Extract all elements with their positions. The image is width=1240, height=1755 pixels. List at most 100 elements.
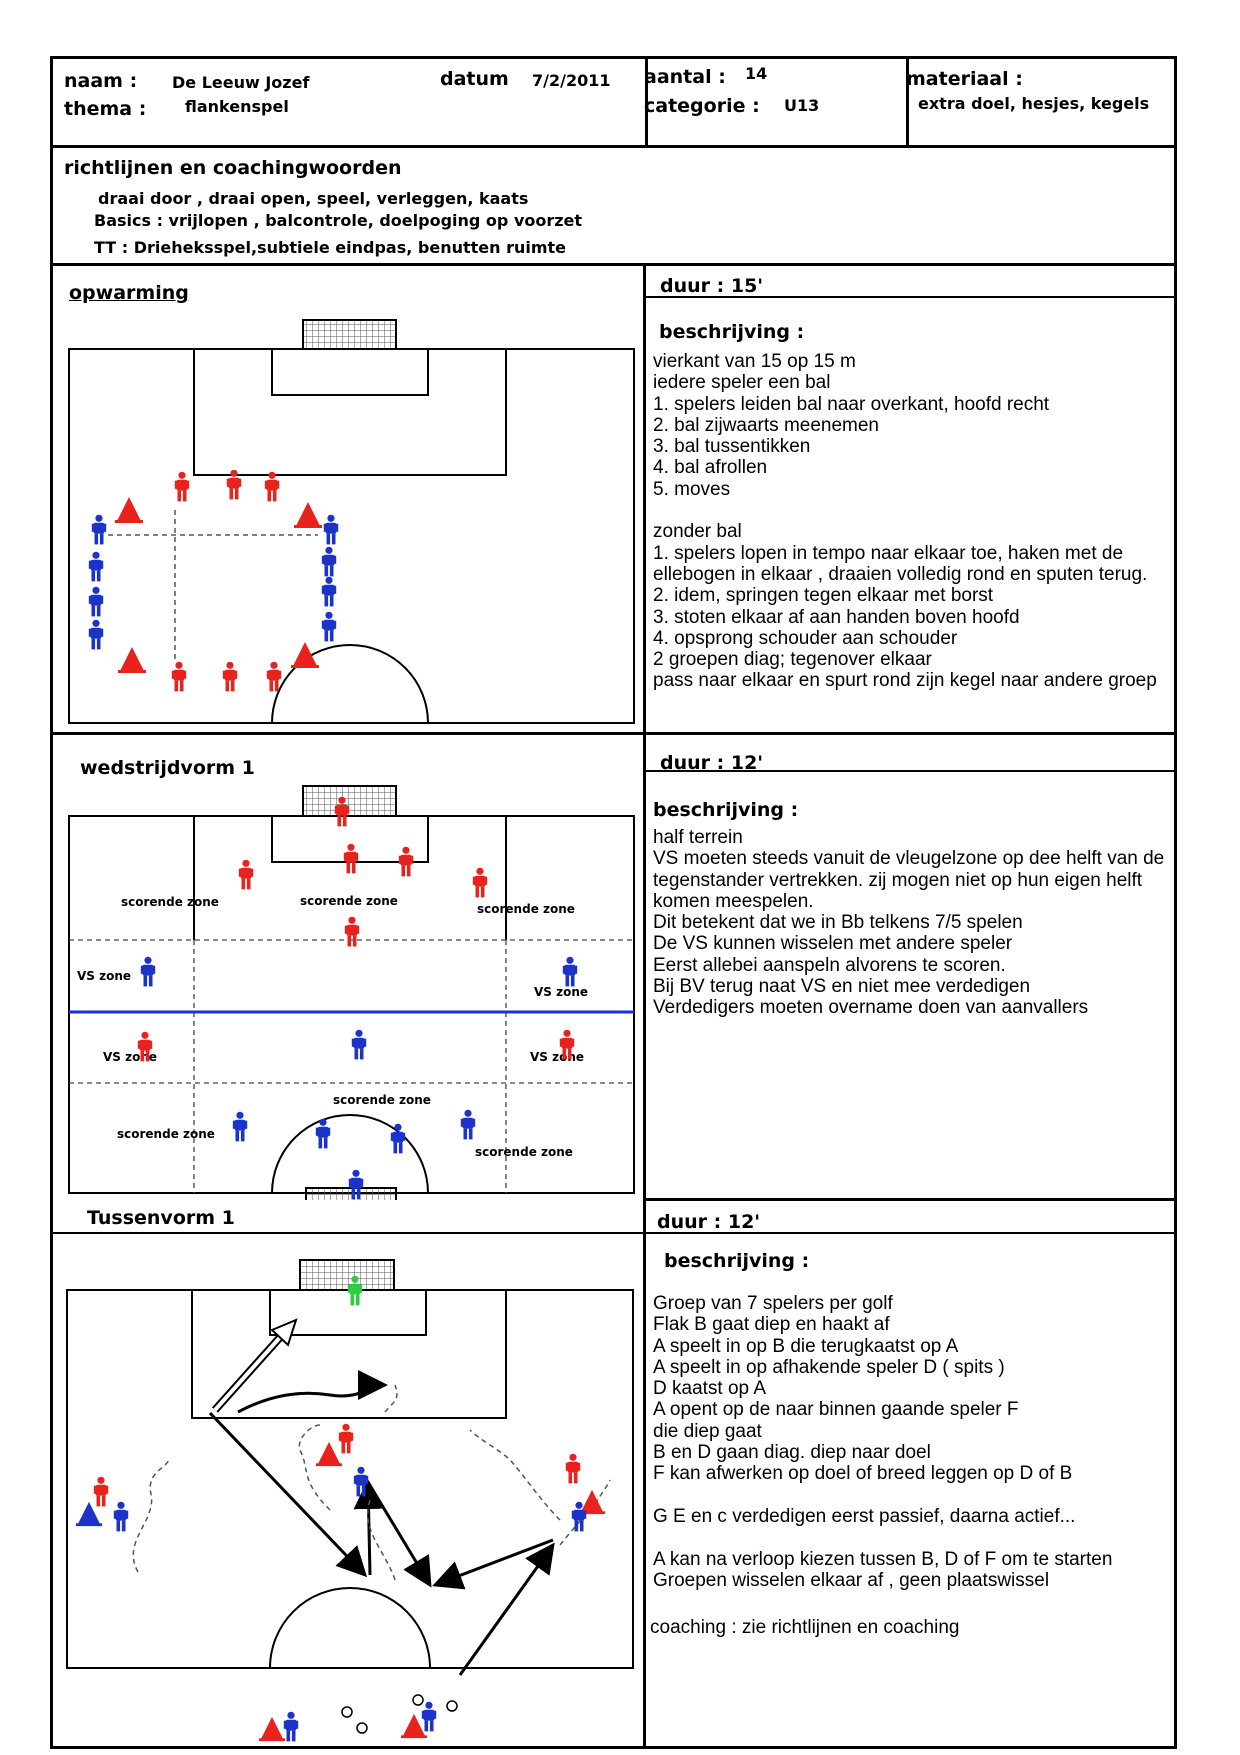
zone-label: scorende zone	[475, 1145, 573, 1159]
red-player	[174, 471, 190, 502]
sec1-title-underline	[646, 296, 1177, 298]
zone-label: scorende zone	[121, 895, 219, 909]
center-circle	[271, 644, 429, 724]
zone-label: VS zone	[534, 985, 588, 999]
guidelines-line2: Basics : vrijlopen , balcontrole, doelpo…	[94, 211, 583, 230]
red-player	[264, 471, 280, 502]
goal-net-top	[302, 785, 397, 817]
pass-arrow	[432, 1538, 554, 1590]
categorie-value: U13	[784, 96, 820, 115]
goal-box	[271, 348, 429, 396]
sec3-diagram	[66, 1259, 634, 1742]
blue-player	[91, 514, 107, 545]
sec2-desc-title: beschrijving :	[653, 799, 799, 821]
cone	[291, 642, 319, 668]
cone	[118, 647, 146, 673]
blue-player	[88, 619, 104, 650]
thema-label: thema :	[64, 98, 147, 120]
zone-label: VS zone	[77, 969, 131, 983]
sec1-title: opwarming	[69, 282, 189, 304]
pass-arrow	[208, 1411, 368, 1578]
red-player	[171, 661, 187, 692]
red-player	[222, 661, 238, 692]
field	[66, 1289, 634, 1669]
red-player	[93, 1476, 109, 1507]
sec3-title: Tussenvorm 1	[87, 1207, 235, 1229]
guidelines-divider	[50, 263, 1177, 266]
main-col-divider	[643, 263, 646, 1749]
blue-player	[351, 1029, 367, 1060]
header-col1	[645, 56, 648, 146]
thema-value: flankenspel	[185, 97, 289, 116]
datum-value: 7/2/2011	[532, 71, 611, 90]
sec3-desc-title: beschrijving :	[664, 1250, 810, 1272]
datum-label: datum	[440, 68, 509, 90]
blue-player	[140, 956, 156, 987]
sec3-duration: duur : 12'	[657, 1211, 761, 1233]
blue-player	[321, 576, 337, 607]
frame-top	[50, 56, 1177, 59]
zone-label: scorende zone	[117, 1127, 215, 1141]
ball	[356, 1722, 368, 1734]
naam-value: De Leeuw Jozef	[172, 73, 310, 92]
sec3-coaching: coaching : zie richtlijnen en coaching	[650, 1617, 960, 1638]
goal-net	[299, 1259, 395, 1291]
zone-label: scorende zone	[300, 894, 398, 908]
frame-bottom	[50, 1746, 1177, 1749]
naam-label: naam :	[64, 70, 138, 92]
sec2-description: half terrein VS moeten steeds vanuit de …	[653, 827, 1165, 1019]
sec3-title-underline	[50, 1232, 1177, 1234]
blue-player	[283, 1711, 299, 1742]
blue-player	[88, 551, 104, 582]
sec1-description: vierkant van 15 op 15 m iedere speler ee…	[653, 351, 1157, 692]
run-path	[367, 1499, 396, 1581]
cone	[315, 1441, 343, 1467]
blue-player	[315, 1118, 331, 1149]
cone	[115, 497, 143, 523]
red-player	[338, 1423, 354, 1454]
blue-player	[562, 956, 578, 987]
materiaal-value: extra doel, hesjes, kegels	[918, 94, 1150, 113]
ball	[341, 1706, 353, 1718]
ball	[446, 1700, 458, 1712]
run-path	[469, 1429, 561, 1521]
center-arc	[269, 1587, 431, 1669]
sec1-divider	[50, 732, 1177, 735]
zone-label: VS zone	[530, 1050, 584, 1064]
guidelines-line3: TT : Drieheksspel,subtiele eindpas, benu…	[94, 238, 567, 257]
red-player	[472, 867, 488, 898]
long-pass-arrow-inner	[213, 1332, 285, 1412]
guidelines-line1: draai door , draai open, speel, verlegge…	[98, 189, 529, 208]
long-pass-head	[270, 1318, 298, 1347]
zone-label: scorende zone	[477, 902, 575, 916]
sec2-duration: duur : 12'	[660, 752, 764, 774]
ball	[412, 1694, 424, 1706]
run-path	[132, 1457, 171, 1573]
sec3-description: Groep van 7 spelers per golf Flak B gaat…	[653, 1293, 1113, 1591]
goal-net-bottom	[305, 1187, 397, 1200]
guidelines-title: richtlijnen en coachingwoorden	[64, 157, 402, 179]
header-col2	[906, 56, 909, 146]
run-path	[384, 1384, 398, 1413]
penalty-box	[191, 1289, 507, 1419]
categorie-label: categorie :	[644, 95, 760, 117]
pass-arrow	[366, 1481, 432, 1588]
blue-player	[113, 1501, 129, 1532]
goal-net	[302, 319, 397, 350]
frame-right	[1174, 56, 1177, 1749]
blue-player	[232, 1111, 248, 1142]
red-player	[266, 661, 282, 692]
blue-player	[88, 586, 104, 617]
blue-player	[321, 611, 337, 642]
materiaal-label: materiaal :	[906, 68, 1023, 90]
penalty-box	[193, 348, 507, 476]
red-player	[398, 846, 414, 877]
cone	[294, 502, 322, 528]
cone	[258, 1716, 286, 1742]
center-arc	[271, 1114, 429, 1194]
sec2-title: wedstrijdvorm 1	[80, 757, 255, 779]
sec1-desc-title: beschrijving :	[659, 321, 805, 343]
red-player	[565, 1453, 581, 1484]
run-path	[298, 1424, 331, 1511]
zone-label: scorende zone	[333, 1093, 431, 1107]
